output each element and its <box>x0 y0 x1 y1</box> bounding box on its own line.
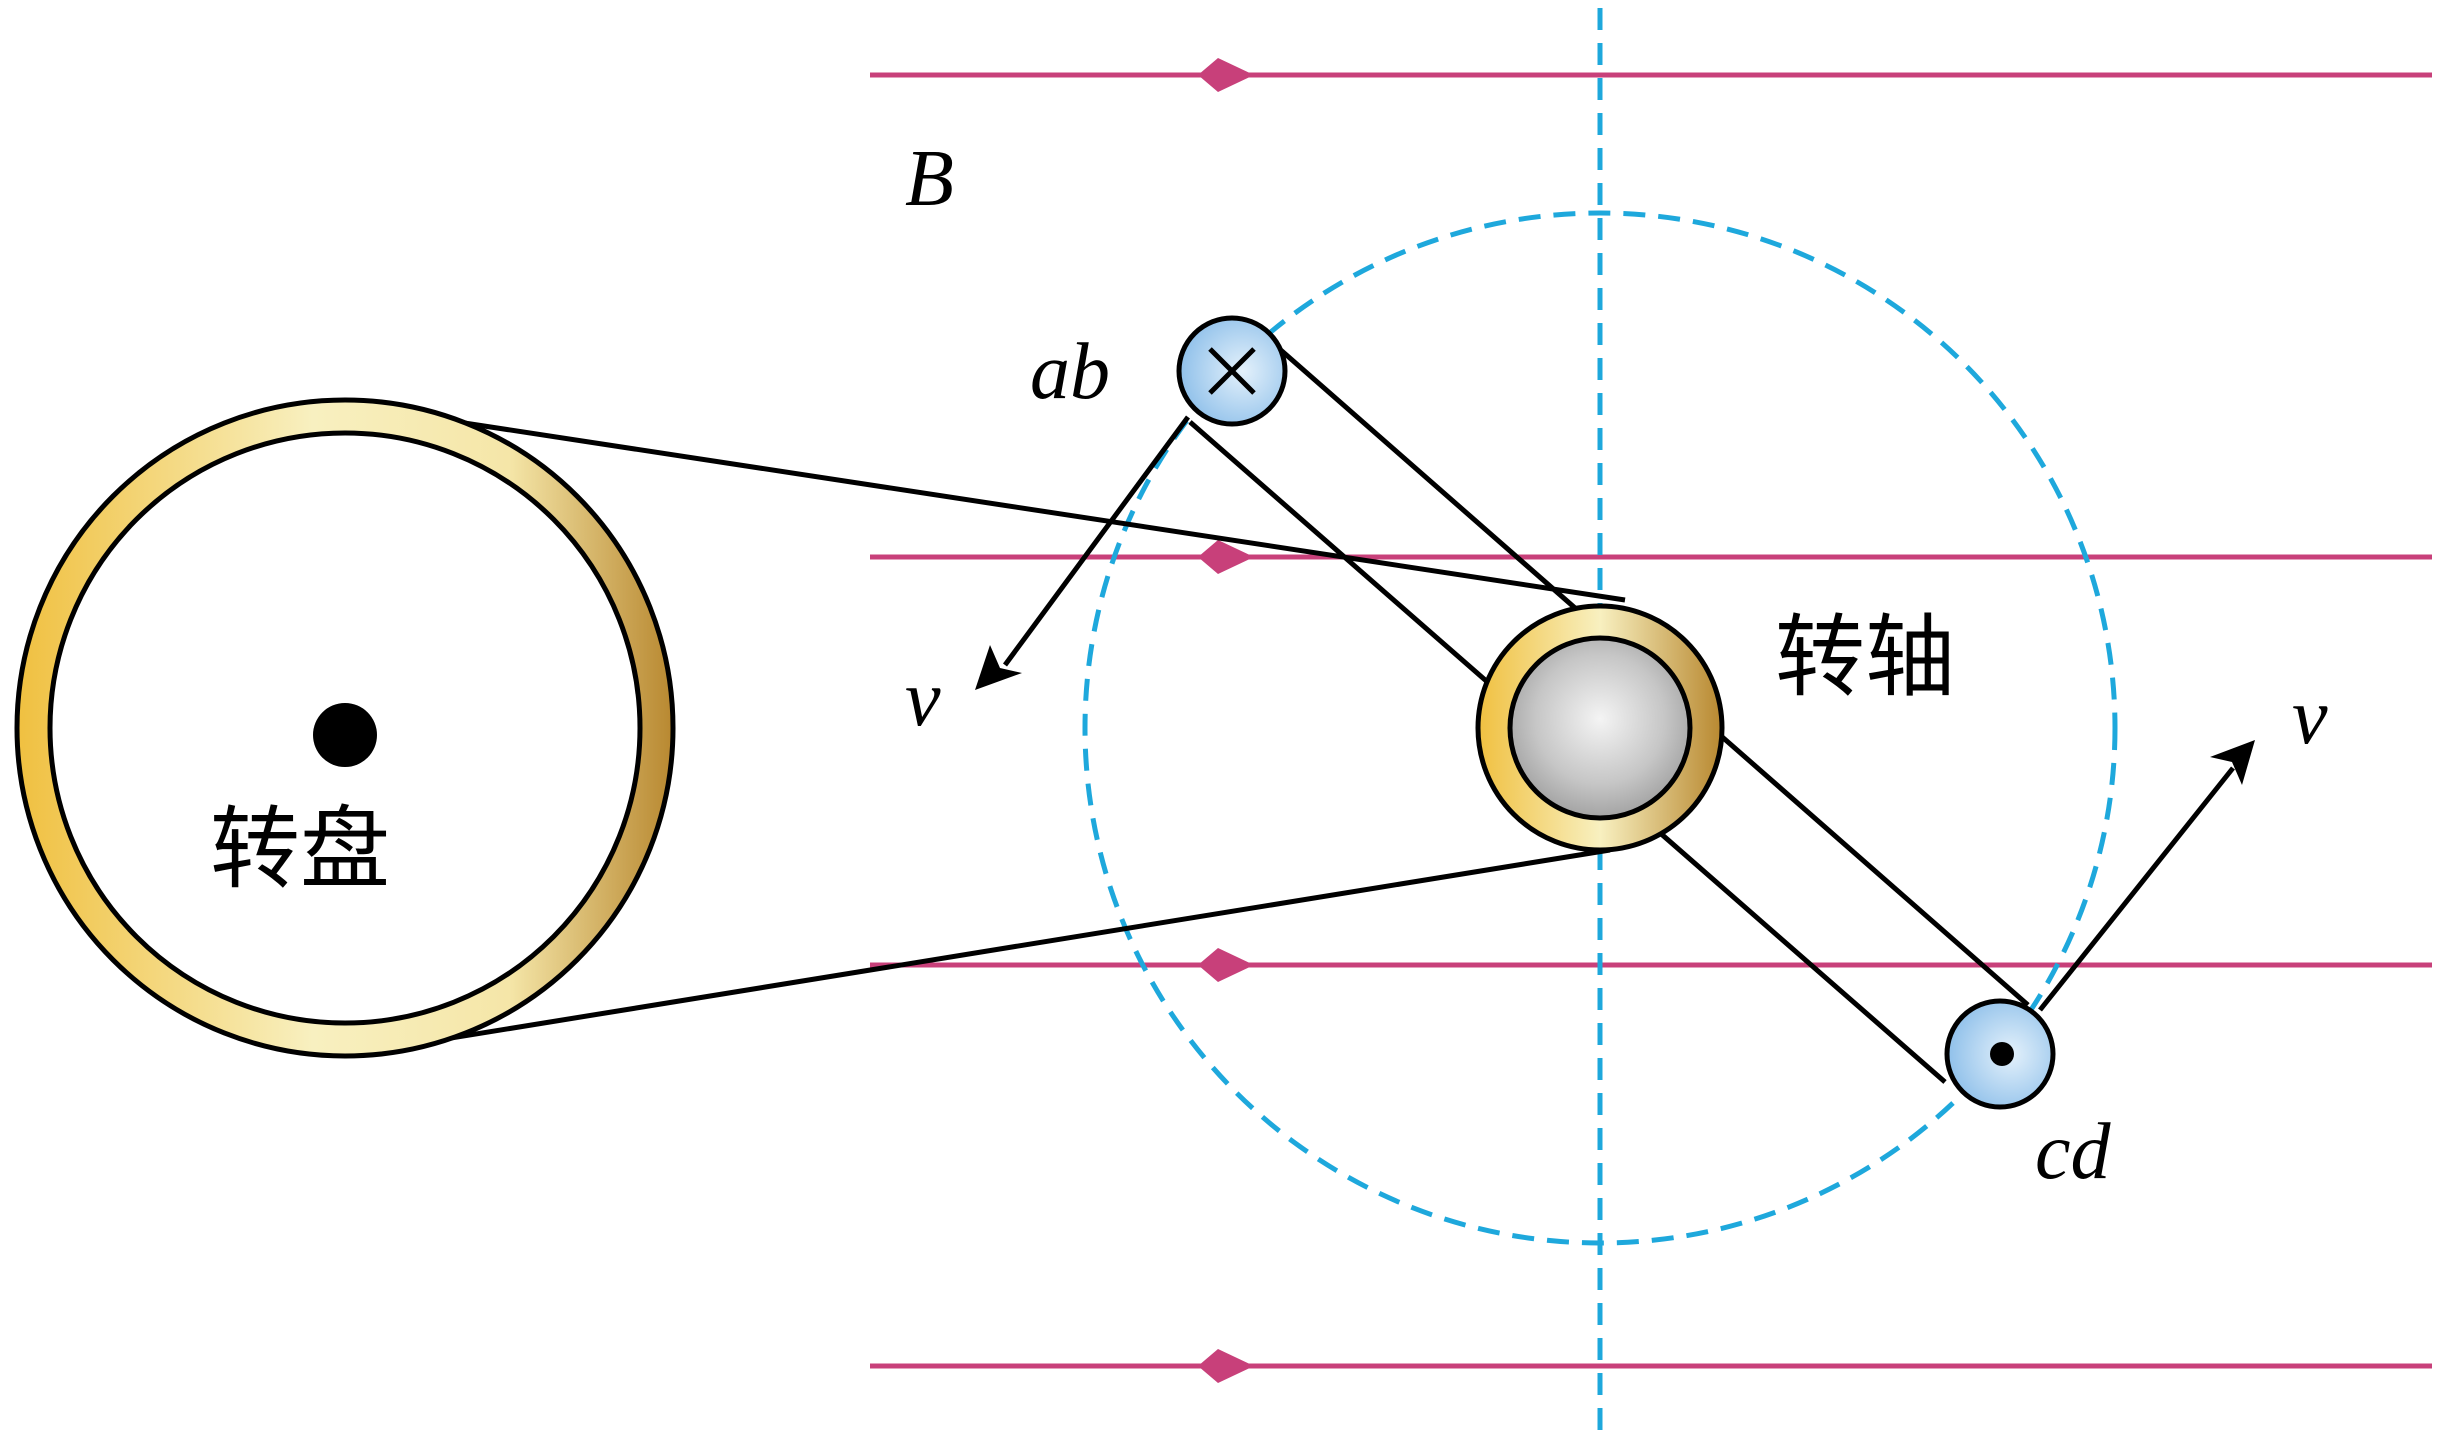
label-conductor-ab: ab <box>1030 328 1110 416</box>
dot-icon <box>1990 1042 2014 1066</box>
arrowhead-icon <box>2210 740 2255 785</box>
rotation-path-dashed <box>1082 210 2118 1246</box>
label-conductor-cd: cd <box>2035 1108 2112 1196</box>
field-arrow-left-icon <box>1198 540 1254 574</box>
shaft <box>1475 603 1725 853</box>
velocity-arrow-ab <box>975 415 1191 690</box>
label-shaft: 转轴 <box>1775 605 1955 710</box>
cross-icon <box>1208 347 1256 395</box>
field-arrow-left-icon <box>1198 58 1254 92</box>
velocity-arrow-cd <box>2038 740 2255 1012</box>
label-velocity-cd: v <box>2292 673 2328 761</box>
field-line-3 <box>870 948 2432 982</box>
label-turntable: 转盘 <box>210 797 390 902</box>
turntable-center-dot <box>313 703 377 767</box>
conductor-ab <box>1176 315 1288 427</box>
field-line-2 <box>870 540 2432 574</box>
label-velocity-ab: v <box>905 655 941 743</box>
conductor-cd <box>1944 998 2056 1110</box>
label-field-b: B <box>905 135 954 223</box>
field-line-1 <box>870 58 2432 92</box>
arrowhead-icon <box>975 645 1022 690</box>
turntable <box>14 397 676 1059</box>
field-arrow-left-icon <box>1198 1349 1254 1383</box>
field-line-4 <box>870 1349 2432 1383</box>
field-arrow-left-icon <box>1198 948 1254 982</box>
drive-belt <box>364 414 1626 1055</box>
magnetic-field-lines <box>870 58 2432 1383</box>
